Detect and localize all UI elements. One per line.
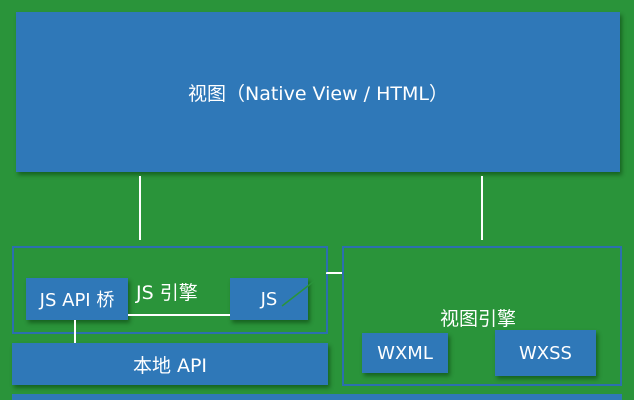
view-engine-frame — [342, 246, 622, 386]
view-layer-label: 视图（Native View / HTML） — [188, 82, 448, 105]
js-api-bridge-label: JS API 桥 — [39, 290, 115, 311]
wxml-box: WXML — [362, 333, 448, 373]
view-to-view-engine-connector — [481, 176, 483, 240]
js-label: JS — [260, 288, 278, 310]
js-engine-frame — [12, 246, 328, 334]
js-engine-title: JS 引擎 — [136, 282, 198, 304]
view-layer-box: 视图（Native View / HTML） — [16, 12, 620, 172]
view-to-js-engine-connector — [139, 176, 141, 240]
wxml-label: WXML — [377, 342, 433, 364]
js-to-view-engine-connector — [326, 272, 342, 274]
wxss-label: WXSS — [519, 342, 572, 364]
native-api-box: 本地 API — [12, 343, 328, 385]
native-api-label: 本地 API — [132, 354, 208, 377]
bridge-to-native-api-connector — [74, 320, 76, 344]
js-box: JS — [230, 278, 308, 320]
js-api-bridge-box: JS API 桥 — [26, 278, 128, 320]
wxss-box: WXSS — [495, 330, 596, 376]
view-engine-title: 视图引擎 — [440, 308, 517, 330]
bottom-layer-box — [12, 394, 622, 400]
bridge-to-js-connector — [128, 314, 230, 316]
